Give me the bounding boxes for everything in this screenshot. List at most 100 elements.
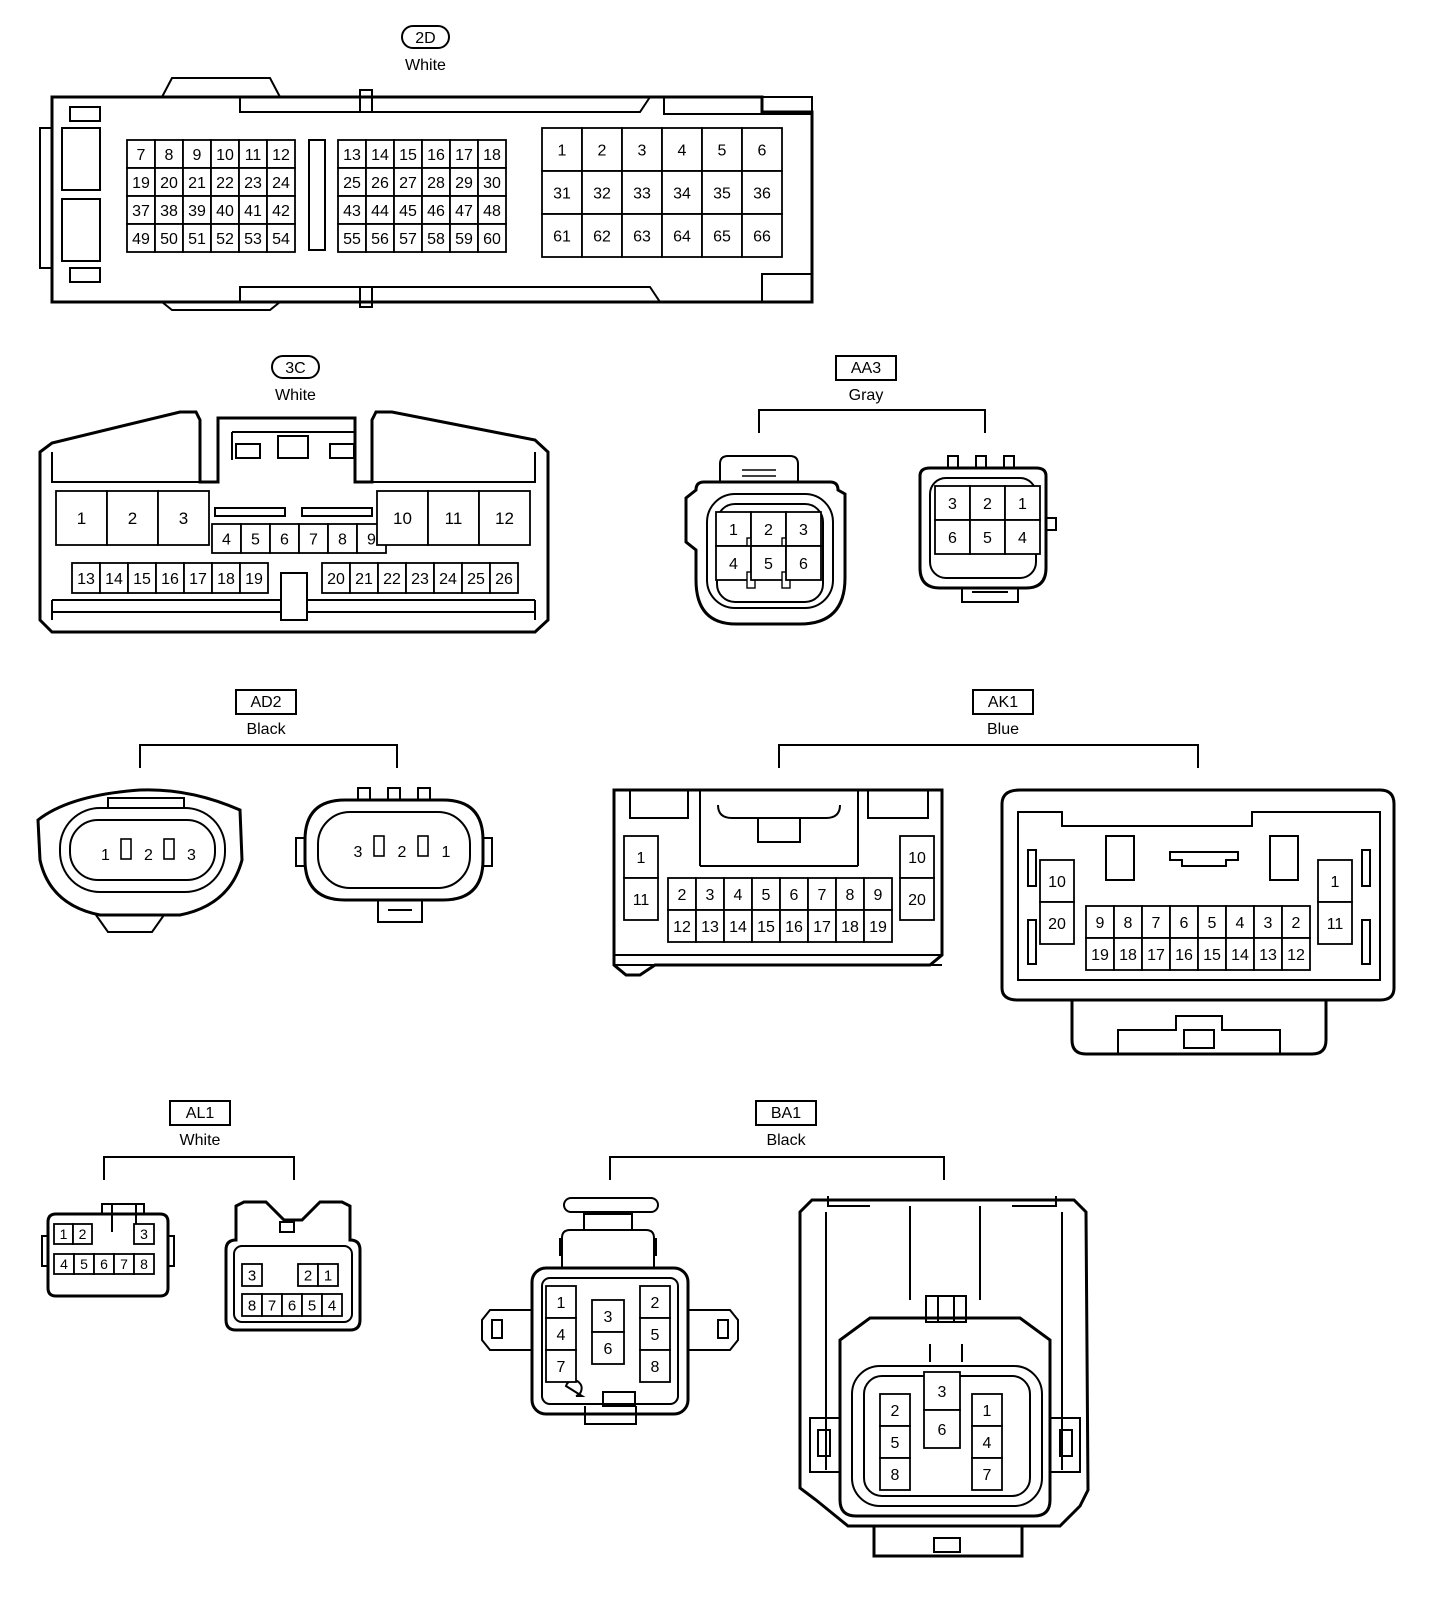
pin-number: 12 <box>1287 947 1305 964</box>
pin-cavity <box>1169 937 1199 971</box>
pin-cavity <box>449 223 479 253</box>
pin-number: 47 <box>455 203 473 220</box>
connector-AK1-bracket <box>778 744 1199 768</box>
pin-number: 14 <box>729 919 747 936</box>
connector-AL1-color: White <box>180 1132 221 1149</box>
pin-number: 6 <box>948 530 957 547</box>
pin-number: 3 <box>248 1267 256 1284</box>
pin-number: 49 <box>132 231 150 248</box>
pin-cavity <box>863 909 893 943</box>
pin-number: 13 <box>1259 947 1277 964</box>
pin-number: 2 <box>398 844 407 861</box>
connector-BA1-bracket <box>609 1156 945 1180</box>
pin-cavity <box>133 1253 155 1275</box>
pin-number: 8 <box>248 1297 256 1314</box>
pin-number: 5 <box>718 142 727 159</box>
pin-cavity <box>835 877 865 911</box>
pin-number: 17 <box>1147 947 1165 964</box>
pin-cavity <box>55 490 108 546</box>
pin-number: 16 <box>427 147 445 164</box>
pin-number: 6 <box>938 1422 947 1439</box>
pin-number: 1 <box>1331 874 1340 891</box>
pin-cavity <box>969 519 1006 555</box>
pin-number: 3 <box>187 847 196 864</box>
pin-terminal-tab <box>120 838 132 860</box>
pin-number: 41 <box>244 203 262 220</box>
pin-cavity <box>741 213 783 258</box>
connector-AA3-id-box <box>835 355 897 381</box>
pin-number: 4 <box>983 1435 992 1452</box>
pin-number: 1 <box>101 847 110 864</box>
pin-number: 4 <box>1236 915 1245 932</box>
pin-cavity <box>239 562 269 594</box>
pin-number: 1 <box>558 142 567 159</box>
pin-number: 2 <box>79 1226 87 1242</box>
connector-AA3-color: Gray <box>849 387 884 404</box>
pin-cavity <box>785 545 822 581</box>
pin-number: 1 <box>442 844 451 861</box>
connector-AL1-id-box <box>169 1100 231 1126</box>
pin-cavity <box>923 1371 961 1411</box>
pin-cavity <box>266 195 296 225</box>
pin-number: 53 <box>244 231 262 248</box>
connector-3C: 3C White <box>38 355 550 634</box>
pin-number: 15 <box>133 571 151 588</box>
pin-cavity <box>127 562 157 594</box>
pin-number: 3 <box>638 142 647 159</box>
pin-number: 21 <box>188 175 206 192</box>
pin-number: 10 <box>1048 874 1066 891</box>
pin-cavity <box>715 511 752 547</box>
connector-AA3-id: AA3 <box>851 360 881 377</box>
connector-AL1: AL1 White <box>41 1100 362 1332</box>
pin-cavity <box>182 139 212 169</box>
pin-number: 60 <box>483 231 501 248</box>
pin-cavity <box>72 1223 93 1245</box>
3c-housing <box>38 410 550 634</box>
pin-cavity <box>923 1409 961 1449</box>
pin-number: 14 <box>1231 947 1249 964</box>
connector-BA1: BA1 Black <box>481 1100 1090 1558</box>
pin-number: 15 <box>399 147 417 164</box>
pin-number: 19 <box>869 919 887 936</box>
pin-number: 23 <box>244 175 262 192</box>
pin-cavity <box>661 170 703 215</box>
pin-cavity <box>238 223 268 253</box>
pin-cavity <box>321 1293 343 1317</box>
pin-cavity <box>1004 519 1041 555</box>
pin-number: 27 <box>399 175 417 192</box>
connector-AK1-color: Blue <box>987 721 1019 738</box>
pin-cavity <box>971 1457 1003 1491</box>
pin-number: 10 <box>393 509 412 528</box>
pin-number: 20 <box>908 892 926 909</box>
pin-cavity <box>327 523 358 554</box>
connector-2D-id-badge <box>401 25 450 49</box>
pin-number: 17 <box>813 919 831 936</box>
connector-AA3-bracket <box>758 409 986 433</box>
pin-cavity <box>541 127 583 172</box>
al1-female-housing <box>224 1200 362 1332</box>
pin-number: 33 <box>633 185 651 202</box>
pin-number: 4 <box>1018 530 1027 547</box>
pin-cavity <box>971 1393 1003 1427</box>
pin-number: 14 <box>105 571 123 588</box>
pin-cavity <box>639 1317 671 1351</box>
pin-cavity <box>623 835 659 879</box>
pin-cavity <box>376 490 429 546</box>
pin-number: 1 <box>557 1295 566 1312</box>
pin-cavity <box>298 523 329 554</box>
pin-number: 39 <box>188 203 206 220</box>
pin-number: 15 <box>1203 947 1221 964</box>
pin-number: 7 <box>1152 915 1161 932</box>
pin-number: 6 <box>1180 915 1189 932</box>
pin-cavity <box>126 167 156 197</box>
pin-number: 17 <box>455 147 473 164</box>
pin-number: 8 <box>891 1467 900 1484</box>
pin-number: 2 <box>1292 915 1301 932</box>
pin-number: 50 <box>160 231 178 248</box>
pin-number: 15 <box>757 919 775 936</box>
pin-cavity <box>723 877 753 911</box>
